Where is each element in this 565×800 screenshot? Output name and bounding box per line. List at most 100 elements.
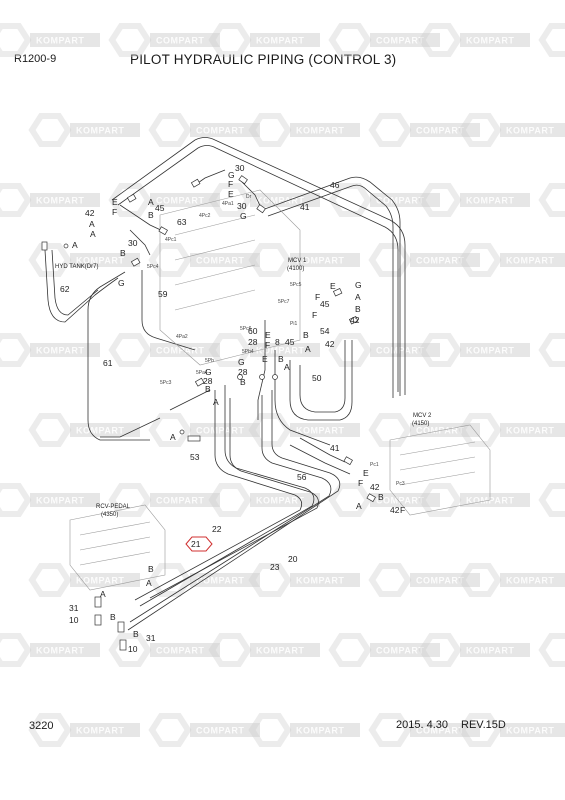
- callout-letter: A: [170, 432, 176, 442]
- pipe-41-lower: [299, 437, 346, 463]
- watermark-logo: [328, 483, 372, 517]
- watermark-logo: [328, 333, 372, 367]
- fitting: [194, 377, 205, 387]
- callout-50: 50: [312, 373, 322, 383]
- callout-letter: A: [213, 397, 219, 407]
- callout-42: 42: [390, 505, 400, 515]
- pipe-23: [129, 395, 332, 623]
- pipe-53: [169, 389, 211, 411]
- watermark-band: [460, 193, 530, 207]
- port-label: 5Pb: [205, 358, 214, 364]
- watermark-logo: [418, 23, 462, 57]
- pipe-20: [134, 390, 303, 601]
- pipe-50-b: [289, 340, 353, 421]
- watermark-band: [290, 723, 360, 737]
- pipe-lines: [44, 137, 406, 631]
- callout-30: 30: [128, 238, 138, 248]
- watermark-logo: [208, 183, 252, 217]
- watermark-logo: [28, 563, 72, 597]
- watermark-logo: [0, 23, 32, 57]
- port-label: 5Pc4: [147, 264, 159, 270]
- model-number: R1200-9: [14, 53, 57, 65]
- pipe-lower-right: [289, 444, 351, 475]
- watermark-band: [150, 33, 220, 47]
- watermark-logo: [108, 633, 152, 667]
- oring: [259, 374, 265, 380]
- mcv2-code: (4150): [412, 421, 429, 427]
- callout-41: 41: [330, 443, 340, 453]
- watermark-text: COMPART: [156, 36, 204, 46]
- rcv-label: RCV-PEDAL: [96, 504, 131, 510]
- callout-54: 54: [320, 326, 330, 336]
- callout-letter: B: [133, 629, 139, 639]
- callout-63: 63: [177, 217, 187, 227]
- callout-letter: F: [228, 179, 233, 189]
- watermark-band: [370, 493, 440, 507]
- watermark-logo: [328, 183, 372, 217]
- watermark-text: KOMPART: [36, 36, 84, 46]
- callout-letter: A: [355, 292, 361, 302]
- callout-31: 31: [69, 603, 79, 613]
- callout-letter: B: [378, 492, 384, 502]
- port-label: 4Pc2: [199, 213, 211, 219]
- watermark-band: [370, 33, 440, 47]
- watermark-text: KOMPART: [506, 256, 554, 266]
- watermark-text: KOMPART: [296, 126, 344, 136]
- watermark-logo: [148, 243, 192, 277]
- callout-22: 22: [212, 524, 222, 534]
- watermark-band: [70, 253, 140, 267]
- callout-46: 46: [330, 180, 340, 190]
- watermark-text: COMPART: [376, 36, 424, 46]
- watermark-band: [250, 643, 320, 657]
- watermark-logo: [458, 563, 502, 597]
- pipe-60: [257, 320, 266, 420]
- callout-letter: B: [278, 354, 284, 364]
- callout-30: 30: [235, 163, 245, 173]
- watermark-band: [150, 193, 220, 207]
- watermark-text: KOMPART: [506, 726, 554, 736]
- watermark-logo: [148, 113, 192, 147]
- watermark-logo: [458, 243, 502, 277]
- watermark-text: KOMPART: [76, 126, 124, 136]
- watermark-text: KOMPART: [506, 126, 554, 136]
- callout-letter: A: [148, 197, 154, 207]
- port-label: 5Pa4: [196, 370, 208, 376]
- watermark-logo: [418, 183, 462, 217]
- watermark-logo: [368, 243, 412, 277]
- callout-letter: A: [100, 589, 106, 599]
- callout-letter: E: [363, 468, 369, 478]
- pipe-62-b: [51, 249, 99, 316]
- callout-28: 28: [248, 337, 258, 347]
- port-label: 5Pc5: [290, 282, 302, 288]
- watermark-text: KOMPART: [36, 346, 84, 356]
- watermark-band: [370, 643, 440, 657]
- pipe-59: [141, 270, 196, 351]
- mcv1-label: MCV 1: [288, 258, 307, 264]
- watermark-band: [290, 423, 360, 437]
- watermark-text: KOMPART: [466, 496, 514, 506]
- watermark-band: [460, 643, 530, 657]
- watermark-logo: [538, 183, 565, 217]
- mcv2-label: MCV 2: [413, 413, 432, 419]
- fitting: [126, 193, 137, 203]
- watermark-band: [70, 123, 140, 137]
- watermark-logo: [538, 633, 565, 667]
- watermark-band: [500, 253, 565, 267]
- watermark-text: KOMPART: [466, 346, 514, 356]
- callout-20: 20: [288, 554, 298, 564]
- mcv2-detail: [399, 441, 476, 486]
- watermark-band: [460, 493, 530, 507]
- watermark-text: KOMPART: [256, 196, 304, 206]
- watermark-logo: [368, 713, 412, 747]
- watermark-logo: [458, 113, 502, 147]
- watermark-band: [70, 723, 140, 737]
- watermark-logo: [108, 483, 152, 517]
- callout-62: 62: [60, 284, 70, 294]
- callout-42: 42: [85, 208, 95, 218]
- watermark-logo: [538, 23, 565, 57]
- watermark-text: COMPART: [376, 496, 424, 506]
- callout-letter: A: [146, 578, 152, 588]
- callout-letter: E: [262, 354, 268, 364]
- watermark-logo: [368, 113, 412, 147]
